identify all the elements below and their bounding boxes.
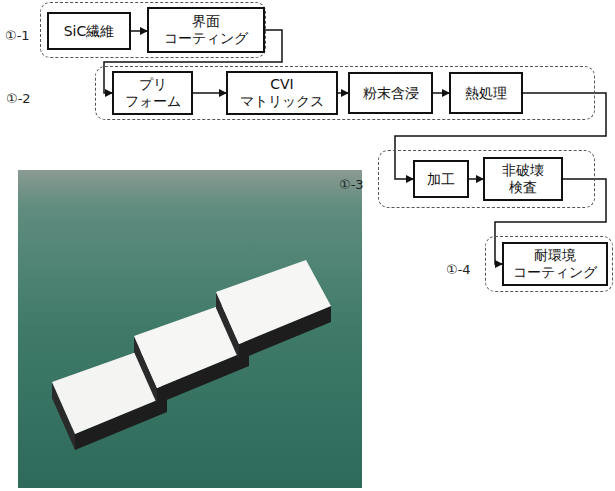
process-group: ①-4耐環境 コーティング <box>485 236 613 292</box>
flow-arrow <box>131 30 147 32</box>
process-group: ①-1SiC繊維界面 コーティング <box>40 2 266 58</box>
process-box: プリ フォーム <box>112 71 193 115</box>
process-box: 熱処理 <box>449 72 523 114</box>
box-text: 界面 コーティング <box>149 11 263 49</box>
box-text: 加工 <box>423 169 459 190</box>
sample-photo <box>18 170 362 488</box>
box-text: プリ フォーム <box>114 74 191 112</box>
flow-arrow <box>469 178 483 180</box>
process-box: SiC繊維 <box>47 12 131 50</box>
box-text: SiC繊維 <box>60 21 119 42</box>
process-box: CVI マトリックス <box>226 71 338 115</box>
group-label: ①-3 <box>339 177 364 192</box>
box-text: 粉末含浸 <box>359 83 423 104</box>
group-label: ①-1 <box>5 28 30 43</box>
sample-right <box>216 260 331 360</box>
process-box: 耐環境 コーティング <box>502 242 608 286</box>
flow-arrow <box>433 92 449 94</box>
box-text: 耐環境 コーティング <box>504 245 606 283</box>
flow-arrow <box>338 92 348 94</box>
process-box: 加工 <box>413 160 469 198</box>
box-text: CVI マトリックス <box>228 74 336 112</box>
box-text: 熱処理 <box>461 83 511 104</box>
box-text: 非破壊 検査 <box>485 160 561 198</box>
process-box: 界面 コーティング <box>147 7 265 53</box>
group-label: ①-2 <box>6 91 31 106</box>
process-group: ①-3加工非破壊 検査 <box>378 150 595 208</box>
group-label: ①-4 <box>446 262 471 277</box>
process-group: ①-2プリ フォームCVI マトリックス粉末含浸熱処理 <box>95 66 595 120</box>
process-box: 粉末含浸 <box>348 72 433 114</box>
flow-arrow <box>193 92 226 94</box>
process-box: 非破壊 検査 <box>483 157 563 201</box>
